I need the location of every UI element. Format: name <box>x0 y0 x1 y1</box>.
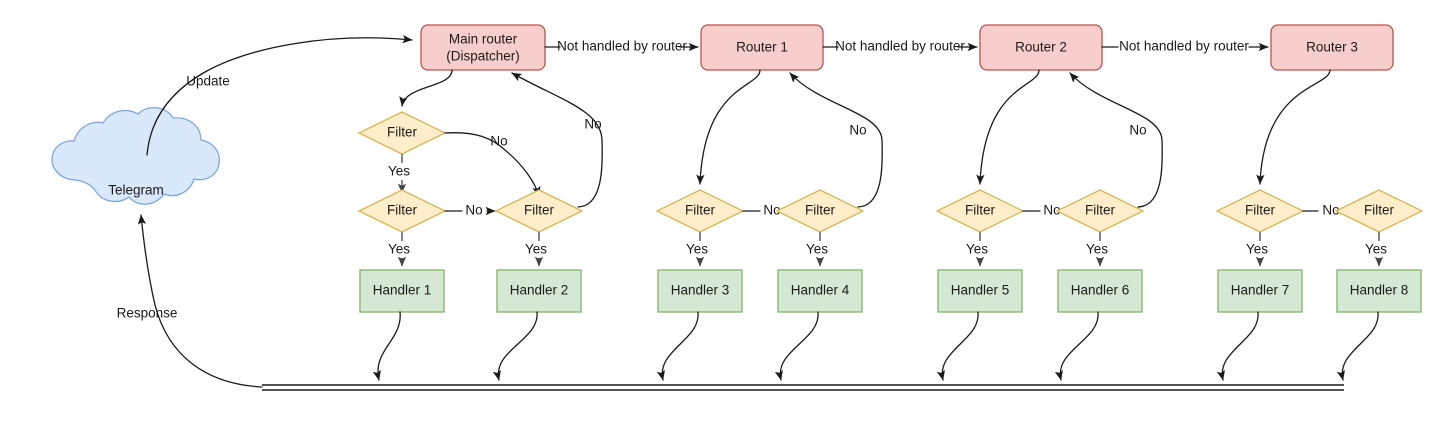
edge-label-no-loop-2: No <box>1129 123 1146 138</box>
router-1-label: Router 1 <box>736 40 788 55</box>
edge-label-yes-2: Yes <box>525 242 547 257</box>
handler-h2-box <box>496 269 582 313</box>
router-node-main[interactable]: Main router (Dispatcher) <box>420 24 546 71</box>
filter-node-f4[interactable]: Filter <box>655 189 745 233</box>
response-bus-bar <box>262 384 1344 391</box>
edge-h7-to-bar <box>1216 311 1259 381</box>
edge-h6-to-bar <box>1054 311 1099 381</box>
handler-h5-label: Handler 5 <box>951 283 1010 298</box>
handler-h5-box <box>937 269 1023 313</box>
filter-f1-label: Filter <box>387 125 418 140</box>
edge-label-yes-0: Yes <box>388 164 410 179</box>
handler-h7-label: Handler 7 <box>1231 283 1290 298</box>
edge-label-yes-4: Yes <box>806 242 828 257</box>
handler-node-h4[interactable]: Handler 4 <box>777 269 863 313</box>
filter-node-f2[interactable]: Filter <box>357 189 447 233</box>
filter-node-f7[interactable]: Filter <box>1055 189 1145 233</box>
filter-f5-label: Filter <box>805 203 836 218</box>
edge-label-yes-3: Yes <box>686 242 708 257</box>
handler-h3-label: Handler 3 <box>671 283 730 298</box>
edge-label-no-2: No <box>763 203 780 218</box>
filter-f3-label: Filter <box>524 203 555 218</box>
filter-node-f5[interactable]: Filter <box>775 189 865 233</box>
handler-h4-box <box>777 269 863 313</box>
edge-f7-no-to-router2 <box>1069 72 1163 208</box>
edge-update <box>146 34 413 156</box>
router-main-label-line2: (Dispatcher) <box>446 49 520 64</box>
edge-filter2-no-to-main <box>511 72 603 208</box>
edge-label-no-4: No <box>1322 203 1339 218</box>
handler-node-h2[interactable]: Handler 2 <box>496 269 582 313</box>
handler-node-h3[interactable]: Handler 3 <box>657 269 743 313</box>
edge-f1-no-to-f3 <box>444 132 541 197</box>
edge-label-response: Response <box>117 306 178 321</box>
edge-label-yes-5: Yes <box>966 242 988 257</box>
router-2-label: Router 2 <box>1015 40 1067 55</box>
edge-label-yes-6: Yes <box>1086 242 1108 257</box>
edge-label-not-handled-3: Not handled by router <box>1119 39 1249 54</box>
handler-node-h8[interactable]: Handler 8 <box>1336 269 1422 313</box>
edge-h3-to-bar <box>656 311 699 381</box>
edge-h4-to-bar <box>774 311 819 381</box>
edge-label-no-loop-1: No <box>849 123 866 138</box>
telegram-label: Telegram <box>108 183 164 198</box>
filter-f9-label: Filter <box>1364 203 1395 218</box>
filter-f8-label: Filter <box>1245 203 1276 218</box>
handler-h1-box <box>359 269 445 313</box>
edge-main-to-filter1 <box>399 69 453 107</box>
handler-h1-label: Handler 1 <box>373 283 432 298</box>
filter-f7-label: Filter <box>1085 203 1116 218</box>
edge-label-update: Update <box>186 74 230 89</box>
filter-node-f3[interactable]: Filter <box>494 189 584 233</box>
edge-label-no-3: No <box>1043 203 1060 218</box>
handler-h6-box <box>1057 269 1143 313</box>
handler-h8-box <box>1336 269 1422 313</box>
filter-node-f8[interactable]: Filter <box>1215 189 1305 233</box>
handler-h3-box <box>657 269 743 313</box>
edge-label-no-0: No <box>490 134 507 149</box>
edge-h8-to-bar <box>1336 311 1379 381</box>
edge-router2-to-f6 <box>976 69 1040 185</box>
filter-node-f6[interactable]: Filter <box>935 189 1025 233</box>
edge-label-yes-8: Yes <box>1365 242 1387 257</box>
telegram-cloud-node[interactable]: Telegram <box>51 107 220 205</box>
cloud-shape <box>51 107 220 205</box>
edge-label-yes-7: Yes <box>1246 242 1268 257</box>
handler-node-h7[interactable]: Handler 7 <box>1217 269 1303 313</box>
handler-h7-box <box>1217 269 1303 313</box>
edge-h1-to-bar <box>372 311 401 381</box>
handler-node-h5[interactable]: Handler 5 <box>937 269 1023 313</box>
edge-label-no-1: No <box>465 203 482 218</box>
handler-h4-label: Handler 4 <box>791 283 850 298</box>
router-node-2[interactable]: Router 2 <box>979 24 1103 71</box>
handler-h2-label: Handler 2 <box>510 283 569 298</box>
edge-label-no-loop-0: No <box>584 117 601 132</box>
edge-label-not-handled-2: Not handled by router <box>835 39 965 54</box>
handler-h8-label: Handler 8 <box>1350 283 1409 298</box>
router-node-3[interactable]: Router 3 <box>1270 24 1394 71</box>
handler-node-h6[interactable]: Handler 6 <box>1057 269 1143 313</box>
edge-router3-to-f8 <box>1256 69 1331 185</box>
filter-f2-label: Filter <box>387 203 418 218</box>
edge-h5-to-bar <box>936 311 979 381</box>
filter-node-f1[interactable]: Filter <box>357 111 447 155</box>
filter-f6-label: Filter <box>965 203 996 218</box>
filter-node-f9[interactable]: Filter <box>1334 189 1424 233</box>
edge-label-yes-1: Yes <box>388 242 410 257</box>
router-node-1[interactable]: Router 1 <box>700 24 824 71</box>
handler-h6-label: Handler 6 <box>1071 283 1130 298</box>
edge-h2-to-bar <box>492 311 538 381</box>
router-3-label: Router 3 <box>1306 40 1358 55</box>
filter-f4-label: Filter <box>685 203 716 218</box>
handler-node-h1[interactable]: Handler 1 <box>359 269 445 313</box>
edge-router1-to-f4 <box>696 69 761 185</box>
router-main-label-line1: Main router <box>449 32 518 47</box>
edge-response <box>137 214 263 388</box>
edge-f5-no-to-router1 <box>789 72 883 208</box>
edge-label-not-handled-1: Not handled by router <box>557 39 687 54</box>
